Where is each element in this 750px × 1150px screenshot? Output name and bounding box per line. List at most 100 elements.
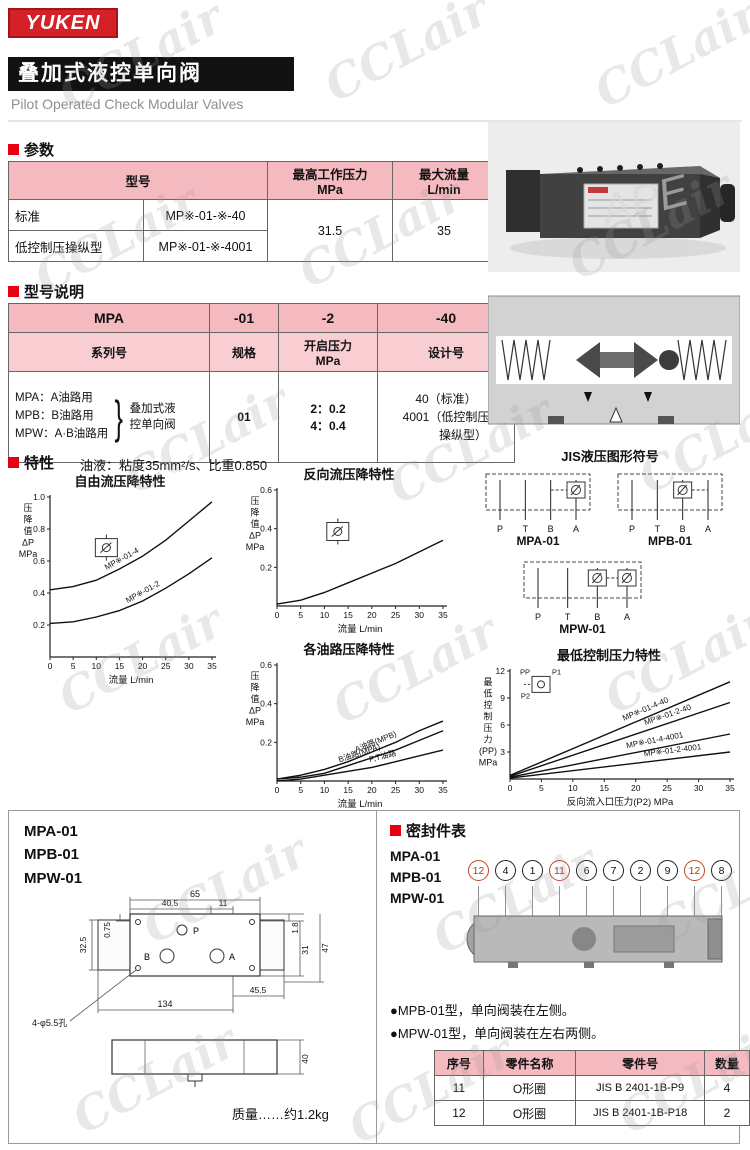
row-standard-label: 标准 [8, 199, 144, 231]
svg-text:值: 值 [250, 518, 259, 529]
svg-text:0.4: 0.4 [260, 524, 272, 534]
svg-text:降: 降 [250, 682, 259, 693]
svg-text:25: 25 [391, 610, 401, 620]
svg-text:20: 20 [367, 785, 377, 795]
section-model-code: 型号说明 [8, 281, 84, 302]
seal-balloon: 4 [495, 860, 516, 881]
svg-text:ΔP: ΔP [249, 531, 261, 541]
jis-symbol-label: MPA-01 [516, 534, 560, 548]
svg-text:(PP): (PP) [479, 746, 497, 756]
svg-text:15: 15 [115, 661, 125, 671]
header-divider [8, 120, 742, 122]
seal-balloon: 1 [522, 860, 543, 881]
svg-text:反向流入口压力(P2) MPa: 反向流入口压力(P2) MPa [567, 796, 674, 807]
watermark-text: CCLair [315, 0, 498, 113]
port-label: B [144, 952, 150, 962]
svg-text:30: 30 [184, 661, 194, 671]
svg-text:T: T [565, 612, 571, 622]
svg-text:T: T [523, 524, 529, 534]
yuken-logo: YUKEN [8, 8, 118, 38]
chart-title: 反向流压降特性 [303, 467, 395, 482]
drawing-model-list: MPA-01 MPB-01 MPW-01 [24, 823, 83, 887]
section-params-title: 参数 [24, 142, 55, 159]
red-square-icon [8, 457, 19, 468]
svg-text:ΔP: ΔP [249, 706, 261, 716]
brace-glyph: } [114, 391, 124, 443]
port-label: A [229, 952, 235, 962]
svg-text:最: 最 [483, 677, 492, 687]
jis-symbol-label: MPB-01 [647, 534, 692, 548]
svg-text:5: 5 [298, 610, 303, 620]
svg-text:35: 35 [438, 785, 448, 795]
seal-balloon: 12 [684, 860, 705, 881]
dimension-side-view: 40 [111, 1039, 310, 1087]
cross-section-diagram [488, 295, 740, 425]
svg-text:降: 降 [23, 514, 32, 525]
svg-text:0: 0 [48, 661, 53, 671]
bottom-panel [8, 810, 740, 1144]
mass-note: 质量……约1.2kg [232, 1107, 329, 1122]
seal-model-list: MPA-01 MPB-01 MPW-01 [390, 848, 445, 906]
svg-text:10: 10 [568, 783, 578, 793]
svg-text:25: 25 [161, 661, 171, 671]
dim-label: 1.8 [291, 922, 300, 934]
table-row: 11 O形圈 JIS B 2401-1B-P9 4 [434, 1075, 750, 1101]
watermark-text: CCLair [585, 0, 750, 119]
seal-section-drawing [466, 886, 723, 968]
svg-text:35: 35 [207, 661, 217, 671]
svg-text:MPa: MPa [246, 542, 265, 552]
section-seal-title: 密封件表 [406, 823, 467, 840]
svg-text:25: 25 [391, 785, 401, 795]
svg-text:15: 15 [343, 785, 353, 795]
svg-text:1.0: 1.0 [33, 492, 45, 502]
svg-text:制: 制 [483, 711, 492, 722]
svg-text:35: 35 [725, 783, 735, 793]
svg-text:10: 10 [320, 785, 330, 795]
dim-label: 65 [190, 889, 200, 899]
svg-text:35: 35 [438, 610, 448, 620]
dim-label: 45.5 [250, 985, 267, 995]
dim-label: 31 [300, 945, 310, 955]
code-series: MPA [8, 303, 210, 333]
dimension-lines [69, 897, 324, 1022]
seal-balloon: 7 [603, 860, 624, 881]
svg-text:压: 压 [250, 671, 259, 681]
svg-text:5: 5 [71, 661, 76, 671]
svg-text:控: 控 [483, 699, 492, 710]
svg-text:0.2: 0.2 [33, 620, 45, 630]
svg-text:MPa: MPa [19, 549, 38, 559]
svg-text:MPa: MPa [246, 717, 265, 727]
svg-text:0.8: 0.8 [33, 524, 45, 534]
svg-text:值: 值 [250, 693, 259, 704]
jis-title: JIS液压图形符号 [561, 449, 659, 464]
chart-title: 各油路压降特性 [303, 642, 395, 657]
col-model: 型号 [8, 161, 268, 200]
svg-text:30: 30 [694, 783, 704, 793]
svg-text:0.6: 0.6 [260, 660, 272, 670]
svg-text:压: 压 [23, 503, 32, 513]
svg-text:P2: P2 [521, 691, 530, 700]
svg-text:10: 10 [320, 610, 330, 620]
svg-text:15: 15 [600, 783, 610, 793]
seal-balloon: 6 [576, 860, 597, 881]
svg-text:低: 低 [483, 688, 492, 699]
svg-text:T: T [655, 524, 661, 534]
svg-text:A: A [624, 612, 630, 622]
svg-text:A: A [705, 524, 711, 534]
jis-symbol-label: MPW-01 [559, 622, 606, 636]
row-lowpilot-label: 低控制压操纵型 [8, 230, 144, 262]
sub-size: 规格 [209, 332, 279, 372]
page-subtitle: Pilot Operated Check Modular Valves [11, 96, 244, 112]
page-title: 叠加式液控单向阀 [8, 57, 294, 91]
